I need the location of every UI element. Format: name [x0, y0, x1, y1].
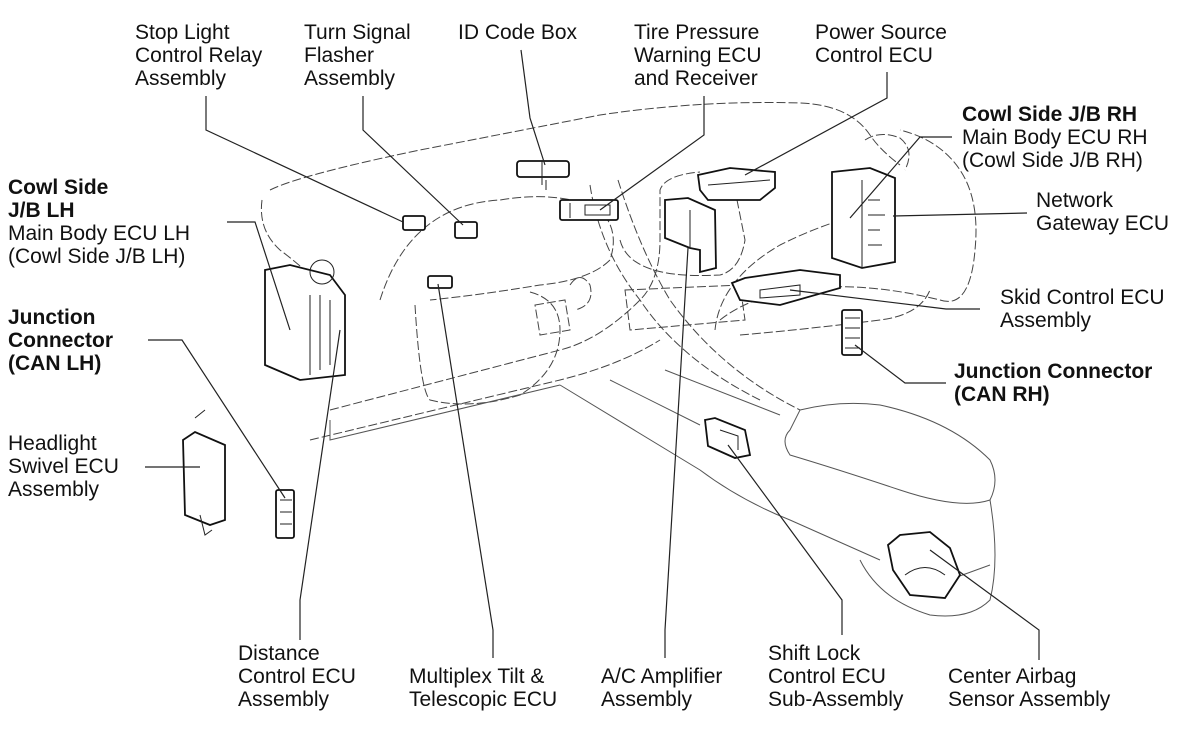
center-console [329, 369, 996, 617]
tire-pressure-ecu-part [559, 199, 619, 221]
ac-amplifier-part [664, 197, 717, 274]
label-turn-signal-flasher: Turn Signal Flasher Assembly [304, 21, 411, 90]
center-airbag-sensor-part [887, 531, 962, 599]
label-shift-lock-control-ecu: Shift Lock Control ECU Sub-Assembly [768, 642, 904, 711]
label-headlight-swivel-ecu: Headlight Swivel ECU Assembly [8, 432, 119, 501]
leader-distance [299, 329, 341, 640]
leader-power-source [744, 72, 888, 176]
power-source-ecu-part [696, 167, 776, 201]
leader-tire-pressure [599, 96, 705, 211]
leader-junction-lh [148, 339, 286, 499]
junction-connector-rh-part [841, 309, 863, 356]
multiplex-tilt-part [427, 275, 453, 289]
junction-connector-lh-part [275, 489, 295, 539]
leader-turn-signal [362, 96, 464, 226]
label-stop-light-control-relay: Stop Light Control Relay Assembly [135, 21, 263, 90]
leader-cowl-lh [227, 221, 291, 331]
leader-id-code-box [520, 49, 546, 166]
leader-network-gateway [892, 212, 1028, 217]
leader-shift-lock [727, 444, 843, 635]
label-tire-pressure-warning-ecu: Tire Pressure Warning ECU and Receiver [634, 21, 762, 90]
leader-cowl-rh [849, 136, 952, 219]
skid-control-ecu-part [730, 269, 841, 306]
label-cowl-side-jb-rh: Cowl Side J/B RH Main Body ECU RH (Cowl … [962, 103, 1148, 172]
label-distance-control-ecu: Distance Control ECU Assembly [238, 642, 356, 711]
label-network-gateway-ecu: Network Gateway ECU [1036, 189, 1170, 235]
cowl-rh-jb-part [831, 167, 896, 269]
leader-skid-control [789, 289, 980, 310]
label-skid-control-ecu: Skid Control ECU Assembly [1000, 286, 1165, 332]
leader-multiplex [437, 283, 494, 658]
leader-center-airbag [929, 549, 1040, 660]
label-cowl-side-jb-lh: Cowl Side J/B LH Main Body ECU LH (Cowl … [8, 176, 191, 268]
label-junction-connector-can-rh: Junction Connector (CAN RH) [954, 360, 1153, 406]
label-junction-connector-can-lh: Junction Connector (CAN LH) [8, 306, 113, 375]
leader-stop-light [205, 96, 404, 223]
stop-light-relay-part [402, 215, 426, 231]
turn-signal-flasher-part [454, 221, 478, 239]
label-ac-amplifier: A/C Amplifier Assembly [601, 665, 723, 711]
cowl-lh-jb-part [264, 259, 346, 381]
shift-lock-ecu-part [704, 417, 752, 459]
dashboard-outline [260, 102, 977, 441]
leader-lines [145, 49, 1040, 660]
leader-junction-rh [854, 344, 946, 384]
label-center-airbag-sensor: Center Airbag Sensor Assembly [948, 665, 1111, 711]
label-id-code-box: ID Code Box [458, 21, 578, 44]
id-code-box-part [516, 160, 570, 190]
label-power-source-control-ecu: Power Source Control ECU [815, 21, 947, 67]
leader-ac-amplifier [664, 247, 689, 658]
headlight-swivel-ecu-part [182, 409, 226, 536]
label-multiplex-tilt-telescopic-ecu: Multiplex Tilt & Telescopic ECU [409, 665, 558, 711]
